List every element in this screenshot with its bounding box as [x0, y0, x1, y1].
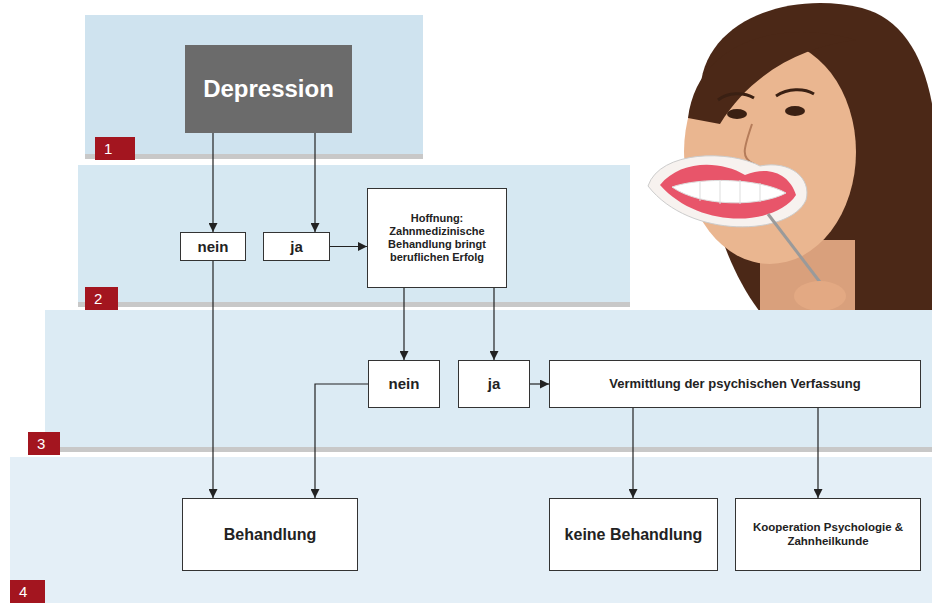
connector-arrow [632, 408, 633, 498]
outcome-box: keine Behandlung [549, 498, 718, 571]
answer-box: nein [180, 232, 246, 261]
node-text: ja [488, 375, 501, 393]
answer-box: ja [263, 232, 330, 261]
eye [785, 106, 805, 116]
node-text: nein [198, 238, 229, 256]
node-text: Kooperation Psychologie & Zahnheilkunde [741, 521, 915, 549]
hand [794, 281, 846, 310]
separator-bar [45, 447, 932, 452]
paper-lips [660, 165, 796, 219]
paper-teeth [672, 180, 786, 202]
connector-arrow [403, 288, 404, 360]
start-box: Depression [185, 45, 352, 133]
connector-arrow [212, 133, 213, 232]
callout-number: 2 [85, 287, 118, 310]
eyebrow [718, 94, 754, 100]
node-text: Behandlung [224, 525, 316, 544]
process-box: Hoffnung: Zahnmedizinische Behandlung br… [367, 188, 507, 288]
callout-number: 1 [95, 137, 135, 160]
node-text: Depression [203, 75, 334, 104]
paper-cutout [648, 156, 807, 227]
eyebrow [776, 90, 814, 96]
step-band [10, 457, 932, 603]
callout-number: 3 [28, 432, 60, 455]
connector-arrow [330, 246, 367, 247]
outcome-box: Behandlung [182, 498, 358, 571]
connector-arrow [493, 288, 494, 360]
connector-arrow [212, 261, 213, 498]
connector-arrow [530, 383, 549, 384]
dental-tool [768, 214, 826, 290]
separator-bar [85, 154, 423, 159]
connector-arrow [817, 408, 818, 498]
node-text: Vermittlung der psychischen Verfassung [609, 376, 860, 392]
nose [745, 124, 754, 164]
connector-arrow [315, 384, 368, 498]
step-band [85, 15, 423, 158]
woman-photo [630, 0, 932, 310]
answer-box: nein [368, 360, 440, 408]
node-text: Hoffnung: Zahnmedizinische Behandlung br… [373, 212, 501, 265]
tooth-gap [700, 180, 760, 204]
callout-number: 4 [10, 580, 45, 603]
node-text: ja [290, 238, 303, 256]
answer-box: ja [458, 360, 530, 408]
node-text: keine Behandlung [565, 525, 703, 544]
outcome-box: Kooperation Psychologie & Zahnheilkunde [735, 498, 921, 571]
eye [727, 109, 747, 119]
hair-fringe [688, 32, 856, 124]
connector-arrow [314, 133, 315, 232]
process-box: Vermittlung der psychischen Verfassung [549, 360, 921, 408]
node-text: nein [389, 375, 420, 393]
step-band [45, 310, 932, 450]
